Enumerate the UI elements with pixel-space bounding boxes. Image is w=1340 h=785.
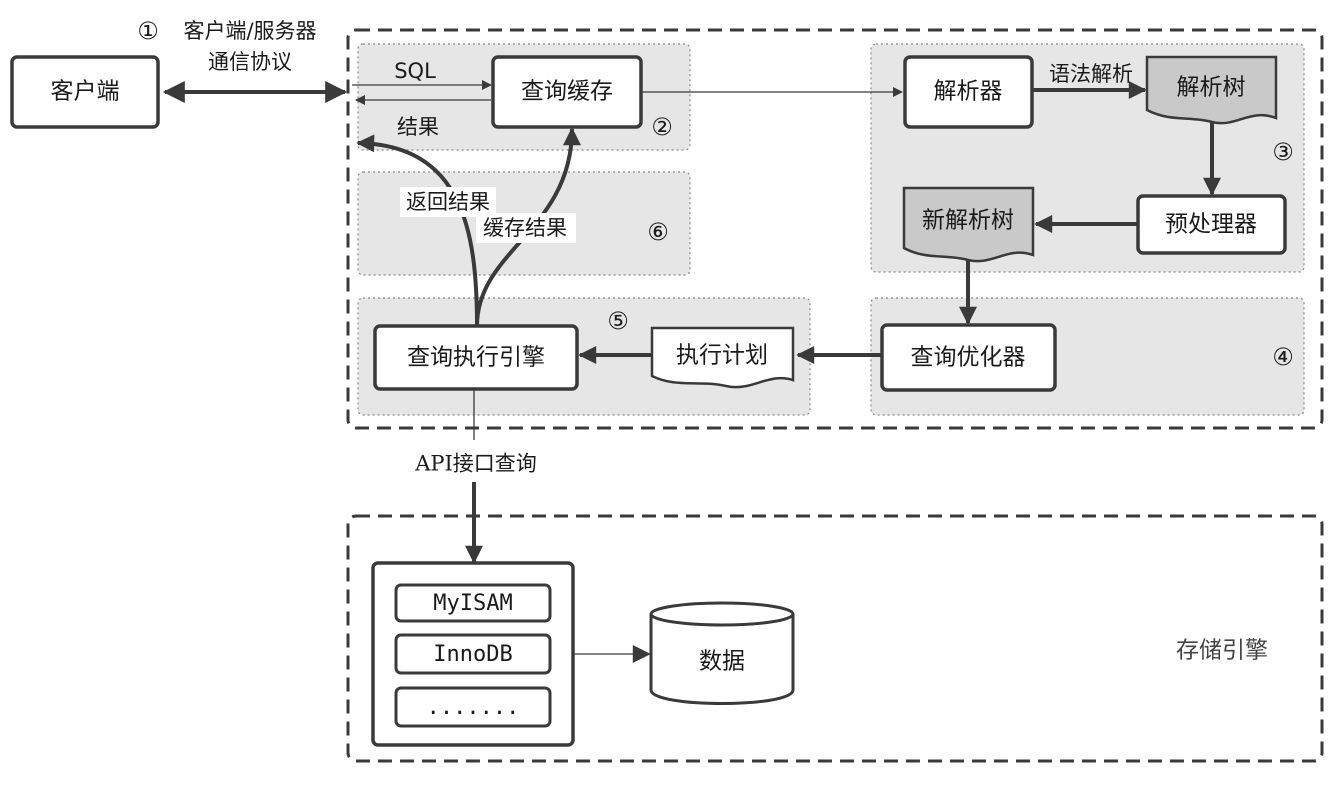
engine-innodb-label: InnoDB: [433, 642, 512, 667]
engine-more-box: [394, 686, 552, 728]
marker-3: ③: [1272, 138, 1294, 166]
protocol-label-line2: 通信协议: [208, 50, 292, 74]
client-label: 客户端: [51, 79, 120, 105]
engine-more-label: .......: [427, 695, 520, 720]
result-label: 结果: [397, 115, 439, 139]
optimizer-box: [880, 323, 1057, 392]
storage-engine-title: 存储引擎: [1176, 638, 1268, 664]
parse-tree-label: 解析树: [1177, 75, 1246, 101]
storage-layer-boundary: [346, 514, 1324, 763]
parser-label: 解析器: [934, 79, 1003, 105]
api-query-label: API接口查询: [414, 452, 537, 476]
return-result-label: 返回结果: [406, 190, 490, 214]
marker-5: ⑤: [607, 307, 629, 335]
new-parse-tree-label: 新解析树: [922, 208, 1014, 234]
optimizer-label: 查询优化器: [911, 345, 1026, 371]
marker-4: ④: [1272, 343, 1294, 371]
engine-myisam-label: MyISAM: [433, 591, 512, 616]
query-cache-label: 查询缓存: [521, 79, 613, 105]
return-label-bg: [400, 187, 496, 217]
engine-innodb-box: [394, 633, 552, 675]
engine-myisam-box: [394, 583, 552, 623]
execution-engine-label: 查询执行引擎: [407, 345, 545, 371]
marker-1: ①: [137, 17, 159, 45]
preprocessor-label: 预处理器: [1165, 212, 1257, 238]
protocol-label-line1: 客户端/服务器: [183, 19, 316, 43]
marker-6: ⑥: [647, 218, 669, 246]
data-cylinder: [649, 601, 795, 705]
data-label: 数据: [699, 649, 745, 675]
sql-label: SQL: [394, 59, 436, 83]
marker-2: ②: [651, 113, 673, 141]
execution-plan-label: 执行计划: [676, 343, 768, 369]
syntax-parse-label: 语法解析: [1049, 62, 1133, 86]
execution-plan-document: [650, 326, 795, 389]
cache-label-bg: [476, 213, 576, 243]
cache-result-label: 缓存结果: [483, 216, 567, 240]
client-box: [10, 55, 160, 129]
